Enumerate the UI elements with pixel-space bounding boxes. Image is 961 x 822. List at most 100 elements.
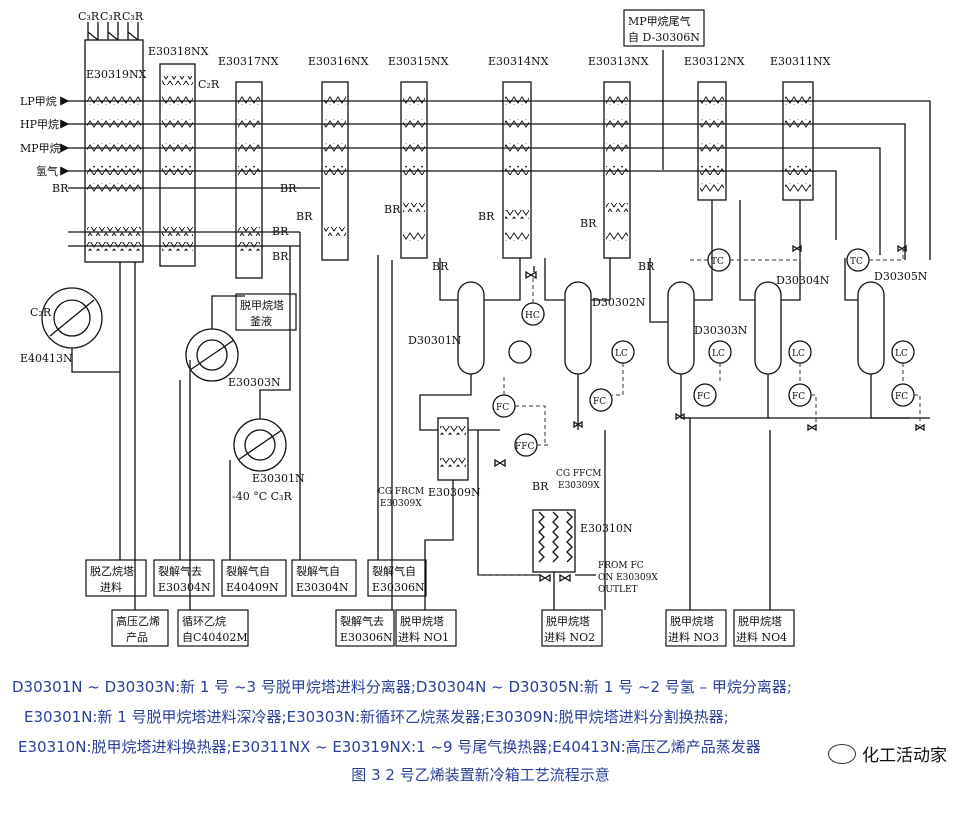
legend-line-1: D30301N ~ D30303N:新 1 号 ~3 号脱甲烷塔进料分离器;D3…: [12, 678, 792, 696]
exchanger-label-e30319: E30319NX: [86, 68, 147, 81]
mp-tail-gas-line2: 自 D-30306N: [628, 31, 700, 44]
exchanger-e30313: [603, 81, 631, 259]
exchanger-label-e30311: E30311NX: [770, 55, 831, 68]
label-d30301: D30301N: [408, 334, 462, 347]
box-10-line2: 进料 NO2: [544, 630, 595, 644]
exchanger-label-e30313: E30313NX: [588, 55, 649, 68]
br-tag-10: BR: [532, 480, 549, 493]
exchanger-label-e30315: E30315NX: [388, 55, 449, 68]
box-12-line2: 进料 NO4: [736, 630, 787, 644]
box-7-line2: E30306N: [340, 631, 393, 644]
label-e30303: E30303N: [228, 376, 281, 389]
br-tag-9: BR: [638, 260, 655, 273]
tag-lc-2: LC: [712, 349, 725, 359]
cg-frcm-label: CG FRCM: [378, 487, 424, 497]
drum-d30301: [457, 281, 485, 375]
c3r-tag-2: C₃R: [100, 10, 122, 23]
tag-fc-1: FC: [496, 403, 509, 413]
stream-lp-methane: LP甲烷: [20, 94, 57, 108]
tag-ffc: FFC: [515, 442, 534, 452]
c2r-tag: C₂R: [198, 78, 220, 91]
br-tag-5: BR: [384, 203, 401, 216]
box-12-line1: 脱甲烷塔: [738, 614, 782, 628]
from-fc-line2: ON E30309X: [598, 573, 658, 583]
box-9-line1: 脱甲烷塔: [400, 614, 444, 628]
from-fc-line3: OUTLET: [598, 585, 638, 595]
br-tag-7: BR: [478, 210, 495, 223]
box-11-line1: 脱甲烷塔: [670, 614, 714, 628]
box-8-line2: E30306N: [372, 581, 425, 594]
box-8-line1: 裂解气自: [372, 564, 416, 578]
controller-fc-2: [589, 388, 613, 412]
label-e40413: E40413N: [20, 352, 73, 365]
controller-fc-3: [693, 383, 717, 407]
c3r-tag-1: C₃R: [78, 10, 100, 23]
tag-hc: HC: [525, 311, 540, 321]
br-tag-2: BR: [272, 225, 289, 238]
exchanger-e30317: [235, 81, 263, 279]
watermark-text: 化工活动家: [862, 746, 947, 766]
box-5-line1: 裂解气自: [226, 564, 270, 578]
exchanger-label-e30314: E30314NX: [488, 55, 549, 68]
watermark: 化工活动家: [828, 741, 947, 766]
cg-ffcm-tag: E30309X: [558, 481, 600, 491]
bottoms-label-1: 脱甲烷塔: [240, 298, 284, 312]
tag-lc-4: LC: [895, 349, 908, 359]
exchanger-e30314: [502, 81, 532, 259]
cg-ffcm-label: CG FFCM: [556, 469, 602, 479]
box-6-line2: E30304N: [296, 581, 349, 594]
label-d30302: D30302N: [592, 296, 646, 309]
drum-d30302: [564, 281, 592, 375]
box-7-line1: 裂解气去: [340, 614, 384, 628]
box-1-line1: 脱乙烷塔: [90, 564, 134, 578]
legend-line-2: E30301N:新 1 号脱甲烷塔进料深冷器;E30303N:新循环乙烷蒸发器;…: [24, 708, 729, 726]
drum-d30304: [754, 281, 782, 375]
box-10-line1: 脱甲烷塔: [546, 614, 590, 628]
from-fc-line1: FROM FC: [598, 561, 644, 571]
wechat-icon: [828, 743, 856, 764]
label-e30310: E30310N: [580, 522, 633, 535]
drum-d30303: [667, 281, 695, 375]
tag-fc-2: FC: [593, 397, 606, 407]
tag-fc-4: FC: [792, 392, 805, 402]
box-4-line2: 自C40402M: [182, 631, 248, 644]
br-tag-1: BR: [280, 182, 297, 195]
exchanger-label-e30316: E30316NX: [308, 55, 369, 68]
br-tag-4: BR: [296, 210, 313, 223]
box-1-line2: 进料: [100, 580, 122, 594]
mp-tail-gas-line1: MP甲烷尾气: [628, 14, 691, 28]
cg-frcm-tag: E30309X: [380, 499, 422, 509]
box-6-line1: 裂解气自: [296, 564, 340, 578]
exchanger-e30318: [159, 63, 196, 267]
exchanger-label-e30317: E30317NX: [218, 55, 279, 68]
label-d30305: D30305N: [874, 270, 928, 283]
exchanger-e30311: [782, 81, 814, 201]
figure-title: 图 3 2 号乙烯装置新冷箱工艺流程示意: [351, 766, 610, 784]
box-11-line2: 进料 NO3: [668, 630, 719, 644]
label-e30301: E30301N: [252, 472, 305, 485]
box-3-line2: E30304N: [158, 581, 211, 594]
tag-tc-1: TC: [711, 257, 724, 267]
bottoms-label-2: 釜液: [250, 314, 272, 328]
box-2-line2: 产品: [126, 630, 148, 644]
br-tag-3: BR: [272, 250, 289, 263]
exchanger-e30319: [84, 39, 144, 263]
exchanger-label-e30312: E30312NX: [684, 55, 745, 68]
box-4-line1: 循环乙烷: [182, 614, 226, 628]
label-d30304: D30304N: [776, 274, 830, 287]
br-tag-8: BR: [580, 217, 597, 230]
box-2-line1: 高压乙烯: [116, 614, 160, 628]
stream-br: BR: [52, 182, 69, 195]
stream-hp-methane: HP甲烷: [20, 117, 59, 131]
tag-lc-3: LC: [792, 349, 805, 359]
legend-line-3: E30310N:脱甲烷塔进料换热器;E30311NX ~ E30319NX:1 …: [18, 738, 761, 756]
tag-tc-2: TC: [850, 257, 863, 267]
pump-circle: [508, 340, 532, 364]
tag-fc-5: FC: [895, 392, 908, 402]
label-e30309: E30309N: [428, 486, 481, 499]
stream-mp-methane: MP甲烷: [20, 141, 61, 155]
drum-d30305: [857, 281, 885, 375]
process-flow-diagram: C₃R C₃R C₃R E30318NX E30319NX E30317NX E…: [20, 9, 931, 647]
exchanger-label-e30318: E30318NX: [148, 45, 209, 58]
exchanger-e30315: [400, 81, 428, 259]
